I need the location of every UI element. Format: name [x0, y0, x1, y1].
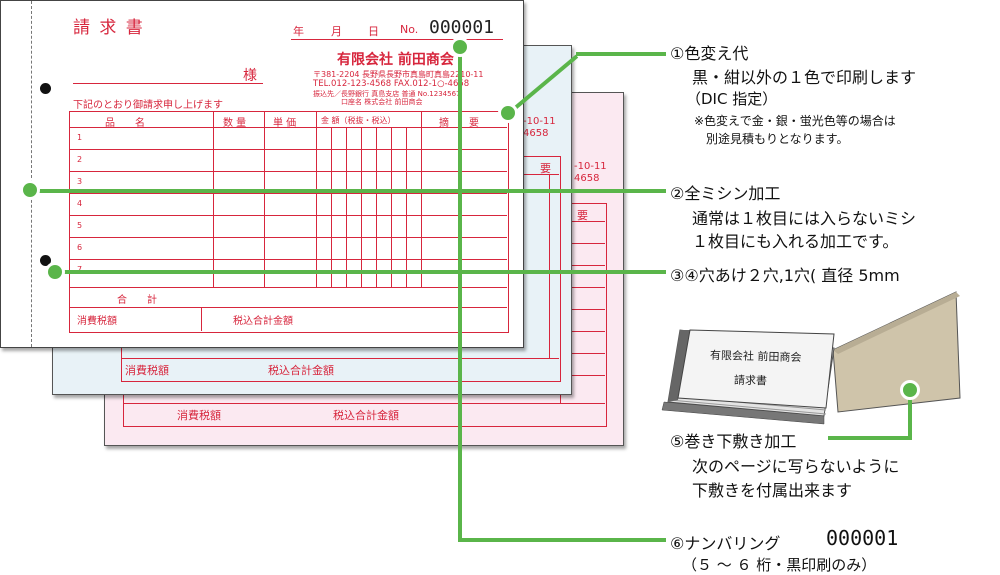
- sheet3-remark-header: 要: [577, 209, 588, 222]
- row-number: 7: [77, 265, 82, 274]
- invoice-title: 請 求 書: [73, 18, 145, 38]
- row-number: 4: [77, 199, 83, 208]
- row-number: 3: [77, 177, 83, 186]
- sheet2-address-fragment: -10-11: [523, 116, 556, 127]
- sheet2-remark-header: 要: [540, 162, 551, 175]
- book-cover-title: 請求書: [733, 373, 768, 388]
- tax-total-label: 税込合計金額: [233, 316, 293, 327]
- sheet3-tax-label: 消費税額: [177, 409, 221, 422]
- connector-line-holes: [55, 270, 666, 274]
- annotation-5-line2: 下敷きを付属出来ます: [692, 481, 853, 500]
- book-cover-company: 有限会社 前田商会: [709, 348, 802, 365]
- issuer-account: 口座名 株式会社 前田商会: [341, 98, 423, 106]
- annotation-6-number: 000001: [826, 526, 899, 550]
- annotation-1-line2: （DIC 指定）: [686, 90, 778, 108]
- annotation-6-line1: （５ ～ ６ 桁・黒印刷のみ）: [682, 556, 877, 574]
- marker-dot-color-change: [498, 103, 518, 123]
- connector-line-numbering-horizontal: [458, 538, 666, 542]
- tax-label: 消費税額: [77, 316, 117, 327]
- annotation-2-line2: １枚目にも入れる加工です。: [692, 232, 899, 251]
- marker-dot-numbering: [450, 37, 470, 57]
- connector-line-underlay-vertical: [908, 390, 912, 440]
- column-header-item: 品 名: [105, 118, 145, 129]
- perforation-line: [31, 1, 32, 347]
- punch-hole-bottom: [40, 255, 51, 266]
- annotation-1-note1: ※色変えで金・銀・蛍光色等の場合は: [694, 114, 896, 128]
- sheet2-fax-fragment: 4658: [523, 128, 549, 139]
- connector-line-numbering: [458, 46, 462, 542]
- marker-dot-underlay: [900, 380, 920, 400]
- issuer-tel-fax: TEL.012-123-4568 FAX.012-1○-4658: [313, 79, 470, 89]
- row-number: 1: [77, 133, 83, 142]
- intro-text: 下記のとおり御請求申し上げます: [73, 100, 223, 111]
- invoice-number: 000001: [429, 17, 495, 38]
- annotation-3-4-title: ③④穴あけ２穴,1穴( 直径 5mm: [670, 266, 900, 285]
- column-header-qty: 数 量: [223, 118, 247, 129]
- recipient-suffix: 様: [243, 68, 257, 84]
- invoice-book-illustration: [661, 291, 961, 425]
- annotation-1-note2: 別途見積もりとなります。: [706, 132, 849, 146]
- annotation-6-title: ⑥ナンバリング: [670, 534, 781, 553]
- annotation-1-title: ①色変え代: [670, 44, 749, 63]
- marker-dot-perforation: [20, 180, 40, 200]
- book-cover: [677, 329, 835, 409]
- annotation-5-line1: 次のページに写らないように: [692, 457, 900, 476]
- number-prefix: No.: [400, 23, 419, 36]
- invoice-table: [69, 111, 509, 333]
- underlay-board: [832, 291, 961, 413]
- column-header-unit-price: 単 価: [273, 118, 297, 129]
- column-header-amount: 金 額（税抜・税込）: [321, 116, 396, 125]
- sheet3-address-fragment: -10-11: [574, 161, 607, 172]
- annotation-1-line1: 黒・紺以外の１色で印刷します: [692, 68, 917, 87]
- row-number: 5: [77, 221, 83, 230]
- sheet2-tax-label: 消費税額: [125, 364, 169, 377]
- date-year-label: 年: [293, 25, 304, 38]
- punch-hole-top: [40, 83, 51, 94]
- date-day-label: 日: [368, 25, 379, 38]
- annotation-5-title: ⑤巻き下敷き加工: [670, 432, 797, 451]
- issuer-company-name: 有限会社 前田商会: [337, 52, 454, 68]
- connector-line-underlay-horizontal: [828, 436, 912, 440]
- invoice-top-sheet: 請 求 書 年 月 日 No. 000001 様 有限会社 前田商会 〒381-…: [0, 0, 524, 348]
- annotation-2-line1: 通常は１枚目には入らないミシ: [692, 209, 917, 228]
- date-month-label: 月: [331, 25, 342, 38]
- total-label: 合 計: [117, 295, 157, 306]
- sheet3-tax-total-label: 税込合計金額: [333, 409, 399, 422]
- issuer-bank: 振込先／長野銀行 真島支店 普通 No.1234567: [313, 90, 461, 98]
- marker-dot-holes: [45, 262, 65, 282]
- issuer-address: 〒381-2204 長野県長野市真島町真島2210-11: [313, 70, 484, 79]
- annotation-2-title: ②全ミシン加工: [670, 184, 781, 203]
- row-number: 2: [77, 155, 83, 164]
- row-number: 6: [77, 243, 83, 252]
- book-spine: [668, 330, 690, 402]
- connector-line-color-change-horizontal: [576, 52, 666, 56]
- connector-line-perforation: [30, 189, 666, 193]
- sheet2-tax-total-label: 税込合計金額: [268, 364, 334, 377]
- sheet3-fax-fragment: 4658: [574, 173, 600, 184]
- recipient-underline: [73, 83, 263, 84]
